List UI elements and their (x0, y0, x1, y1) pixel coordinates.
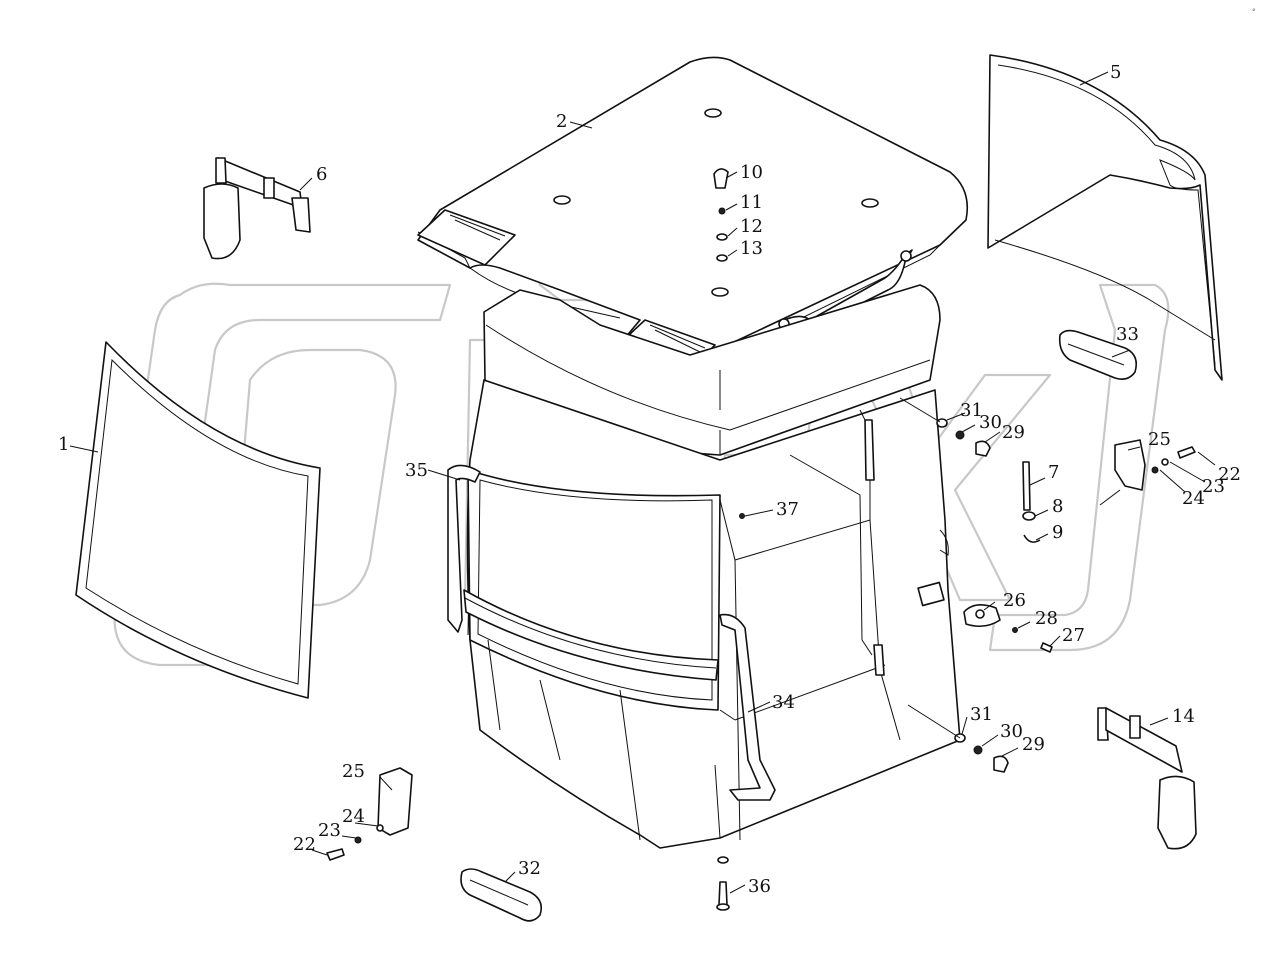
callout-13: 13 (740, 238, 763, 259)
callout-23-left: 23 (318, 820, 341, 841)
callout-27: 27 (1062, 625, 1085, 646)
left-mirror (203, 157, 311, 260)
callout-25-right: 25 (1148, 429, 1171, 450)
callout-6: 6 (316, 164, 327, 185)
corner-mark: ° (1252, 8, 1256, 16)
callout-29-lower: 29 (1022, 734, 1045, 755)
callout-9: 9 (1052, 522, 1063, 543)
leader-lines (69, 71, 1216, 894)
callout-29-upper: 29 (1002, 422, 1025, 443)
callout-1: 1 (58, 434, 69, 455)
callout-24-left: 24 (342, 806, 365, 827)
callout-26: 26 (1003, 590, 1026, 611)
right-mirror (1097, 707, 1197, 850)
fastener-set-lower (954, 733, 1009, 773)
step-handle-33 (1058, 329, 1138, 380)
callout-22-right: 22 (1218, 464, 1241, 485)
callout-30-lower: 30 (1000, 721, 1023, 742)
callout-36: 36 (748, 876, 771, 897)
callout-33: 33 (1116, 324, 1139, 345)
pin-7 (1022, 461, 1041, 543)
callout-7: 7 (1048, 462, 1059, 483)
fastener-set-upper (936, 418, 991, 457)
callout-labels: 1 2 5 6 7 8 9 10 11 12 13 14 22 23 24 25… (58, 62, 1241, 897)
callout-28: 28 (1035, 608, 1058, 629)
callout-30-upper: 30 (979, 412, 1002, 433)
callout-31-lower: 31 (970, 704, 993, 725)
bolt-36 (716, 856, 730, 911)
callout-31-upper: 31 (960, 400, 983, 421)
callout-23-right: 23 (1202, 476, 1225, 497)
callout-2: 2 (556, 111, 567, 132)
callout-24-right: 24 (1182, 488, 1205, 509)
rear-window-glass (987, 54, 1223, 381)
screw-37 (739, 513, 745, 519)
callout-25-left: 25 (342, 761, 365, 782)
callout-14: 14 (1172, 706, 1195, 727)
step-handle-32 (460, 868, 543, 922)
bolt-stack-10-13 (713, 168, 729, 262)
callout-5: 5 (1110, 62, 1121, 83)
callout-10: 10 (740, 162, 763, 183)
callout-11: 11 (740, 192, 763, 213)
callout-32: 32 (518, 858, 541, 879)
hinge-26 (963, 604, 1053, 653)
callout-22-left: 22 (293, 834, 316, 855)
callout-8: 8 (1052, 496, 1063, 517)
bracket-set-right (1114, 439, 1196, 491)
bracket-set-left (326, 767, 413, 861)
callout-35: 35 (405, 460, 428, 481)
callout-37: 37 (776, 499, 799, 520)
callout-34: 34 (772, 692, 795, 713)
windshield-glass (75, 341, 321, 699)
cab-body (447, 284, 961, 849)
callout-12: 12 (740, 216, 763, 237)
